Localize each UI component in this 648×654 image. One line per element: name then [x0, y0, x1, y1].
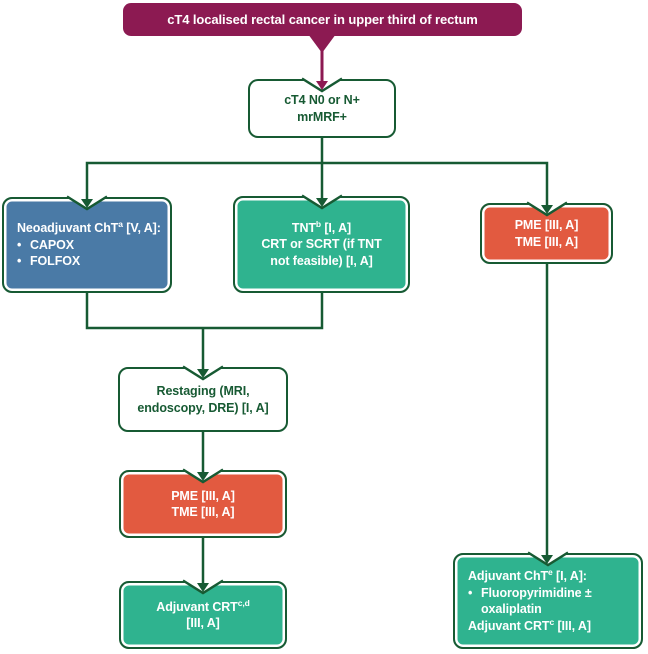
- banner-tail-icon: [308, 34, 336, 53]
- node-line: TME [III, A]: [515, 234, 578, 249]
- notch-icon: [182, 365, 224, 381]
- node-line: endoscopy, DRE) [I, A]: [137, 400, 269, 415]
- node-tnt: TNTb [I, A] CRT or SCRT (if TNT not feas…: [233, 194, 410, 293]
- notch-icon: [527, 551, 569, 567]
- notch-icon: [182, 468, 224, 484]
- node-line: Adjuvant CRTc [III, A]: [468, 616, 591, 633]
- bullet-item: • FOLFOX: [17, 253, 164, 270]
- node-line: TME [III, A]: [171, 505, 235, 519]
- bullet-item: • CAPOX: [17, 237, 164, 254]
- node-adjuvant-cht: Adjuvant ChTe [I, A]: • Fluoropyrimidine…: [453, 551, 643, 649]
- bullet-item: • Fluoropyrimidine ±: [468, 585, 635, 602]
- node-line: PME [III, A]: [514, 218, 579, 232]
- node-line: TNTb [I, A]: [291, 218, 352, 235]
- notch-icon: [525, 201, 568, 217]
- node-line: [III, A]: [186, 616, 220, 630]
- bullet-label: CAPOX: [30, 237, 74, 252]
- node-line: PME [III, A]: [171, 488, 235, 503]
- bullet-dot: •: [17, 237, 22, 252]
- node-ct4-n0: cT4 N0 or N+ mrMRF+: [248, 77, 396, 138]
- bullet-dot: •: [468, 585, 473, 600]
- bullet-dot: •: [17, 254, 22, 269]
- notch-icon: [66, 195, 108, 211]
- title-banner-label: cT4 localised rectal cancer in upper thi…: [167, 12, 478, 27]
- bullet-label: FOLFOX: [30, 254, 81, 269]
- title-banner: cT4 localised rectal cancer in upper thi…: [123, 3, 522, 36]
- notch-icon: [300, 194, 343, 210]
- footnote-sup: c: [549, 616, 555, 627]
- notch-icon: [301, 77, 343, 93]
- node-adjuvant-crt: Adjuvant CRTc,d [III, A]: [119, 579, 287, 649]
- node-line: mrMRF+: [297, 109, 347, 124]
- node-neoadjuvant-cht: Neoadjuvant ChTa [V, A]: • CAPOX • FOLFO…: [2, 195, 172, 293]
- notch-icon: [182, 579, 224, 595]
- node-pme-tme-right: PME [III, A] TME [III, A]: [480, 201, 613, 264]
- node-title: Adjuvant ChTe [I, A]:: [468, 566, 587, 583]
- footnote-sup: e: [548, 566, 553, 577]
- bullet-continuation: oxaliplatin: [481, 602, 542, 616]
- node-line: CRT or SCRT (if TNT: [261, 237, 382, 252]
- bullet-label: Fluoropyrimidine ±: [481, 585, 592, 600]
- node-restaging: Restaging (MRI, endoscopy, DRE) [I, A]: [118, 365, 288, 432]
- node-line: not feasible) [I, A]: [270, 253, 373, 268]
- node-pme-tme-middle: PME [III, A] TME [III, A]: [119, 468, 287, 538]
- node-title: Neoadjuvant ChTa [V, A]:: [17, 219, 161, 236]
- node-line: Adjuvant CRTc,d: [156, 597, 250, 614]
- node-line: Restaging (MRI,: [156, 384, 250, 398]
- node-line: cT4 N0 or N+: [284, 93, 360, 107]
- footnote-sup: c,d: [237, 597, 250, 608]
